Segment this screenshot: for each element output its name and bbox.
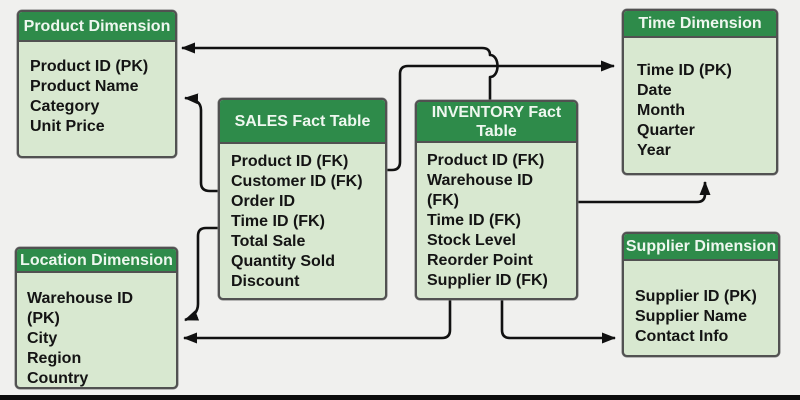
field-row: Time ID (FK) [231, 213, 325, 230]
field-row: Region [27, 350, 82, 367]
table-title: INVENTORY Fact Table [417, 102, 576, 143]
connector-inventory-to-product [181, 42, 499, 100]
field-row: Time ID (PK) [637, 62, 732, 79]
field-list: Product ID (FK) Warehouse ID (FK) Time I… [417, 143, 576, 291]
field-row: Time ID (FK) [427, 212, 521, 229]
table-supplier-dimension: Supplier Dimension Supplier ID (PK) Supp… [622, 232, 780, 357]
table-title: SALES Fact Table [220, 100, 385, 144]
connector-sales-to-time [387, 60, 615, 172]
field-row: Month [637, 102, 685, 119]
table-title: Supplier Dimension [624, 234, 778, 261]
field-row: Quarter [637, 122, 695, 139]
table-inventory-fact: INVENTORY Fact Table Product ID (FK) War… [415, 100, 578, 300]
connector-inventory-to-time [578, 181, 711, 204]
field-list: Supplier ID (PK) Supplier Name Contact I… [624, 261, 778, 347]
connector-sales-to-product [184, 93, 218, 193]
field-row: Product ID (PK) [30, 58, 149, 75]
field-row: Supplier ID (FK) [427, 272, 548, 289]
field-row: Warehouse ID (PK) [27, 290, 134, 327]
field-list: Product ID (FK) Customer ID (FK) Order I… [220, 144, 385, 292]
table-title: Time Dimension [624, 11, 776, 38]
field-row: Warehouse ID (FK) [427, 172, 534, 209]
field-row: City [27, 330, 58, 347]
field-row: Supplier Name [635, 308, 748, 325]
connector-inventory-to-location [183, 300, 452, 344]
field-list: Warehouse ID (PK) City Region Country [17, 273, 176, 389]
field-list: Product ID (PK) Product Name Category Un… [19, 42, 175, 137]
field-row: Product ID (FK) [427, 152, 545, 169]
field-row: Unit Price [30, 118, 105, 135]
field-row: Customer ID (FK) [231, 173, 363, 190]
field-row: Total Sale [231, 233, 306, 250]
field-row: Year [637, 142, 671, 159]
table-title: Location Dimension [17, 249, 176, 273]
connector-inventory-to-supplier [500, 300, 616, 344]
field-row: Order ID [231, 193, 296, 210]
field-row: Category [30, 98, 100, 115]
field-row: Quantity Sold [231, 253, 335, 270]
table-title: Product Dimension [19, 12, 175, 42]
field-row: Contact Info [635, 328, 729, 345]
field-row: Supplier ID (PK) [635, 288, 757, 305]
field-row: Reorder Point [427, 252, 533, 269]
bottom-edge-bar [0, 395, 800, 400]
table-location-dimension: Location Dimension Warehouse ID (PK) Cit… [15, 247, 178, 389]
field-row: Date [637, 82, 672, 99]
field-row: Stock Level [427, 232, 516, 249]
table-sales-fact: SALES Fact Table Product ID (FK) Custome… [218, 98, 387, 300]
field-row: Product Name [30, 78, 139, 95]
field-row: Discount [231, 273, 300, 290]
field-row: Country [27, 370, 89, 387]
connector-sales-to-location [184, 226, 218, 322]
field-list: Time ID (PK) Date Month Quarter Year [624, 38, 776, 161]
table-product-dimension: Product Dimension Product ID (PK) Produc… [17, 10, 177, 158]
table-time-dimension: Time Dimension Time ID (PK) Date Month Q… [622, 9, 778, 175]
field-row: Product ID (FK) [231, 153, 349, 170]
